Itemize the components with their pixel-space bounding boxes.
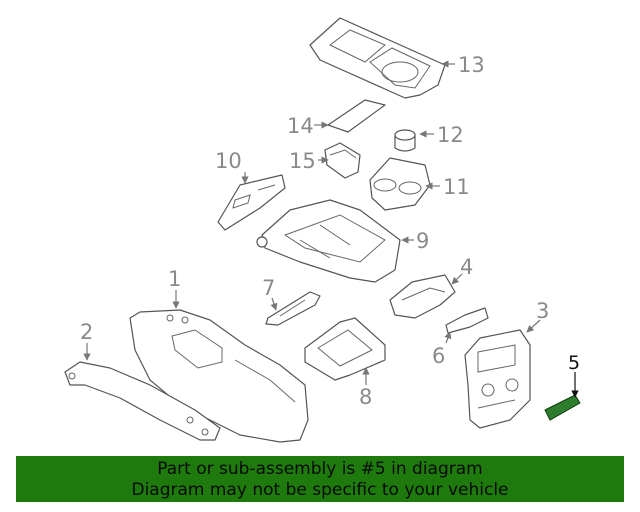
part-1-side-panel bbox=[129, 309, 309, 443]
part-8-tray bbox=[304, 317, 386, 381]
svg-text:15: 15 bbox=[289, 149, 316, 173]
svg-text:12: 12 bbox=[437, 123, 464, 147]
part-13-shifter-trim-panel bbox=[309, 17, 446, 99]
svg-text:10: 10 bbox=[215, 149, 242, 173]
svg-text:4: 4 bbox=[460, 255, 473, 279]
svg-text:2: 2 bbox=[80, 320, 93, 344]
callout-4: 4 bbox=[451, 255, 473, 285]
callout-2: 2 bbox=[80, 320, 93, 361]
svg-text:7: 7 bbox=[262, 276, 275, 300]
callout-9: 9 bbox=[401, 229, 429, 253]
part-3-control-panel bbox=[464, 329, 531, 429]
banner-line-disclaimer: Diagram may not be specific to your vehi… bbox=[131, 480, 509, 500]
svg-text:9: 9 bbox=[416, 229, 429, 253]
svg-text:5: 5 bbox=[568, 352, 580, 374]
part-6-small-trim bbox=[445, 307, 489, 334]
callout-6: 6 bbox=[432, 331, 452, 368]
svg-text:11: 11 bbox=[443, 175, 470, 199]
part-10-switch-panel bbox=[217, 174, 286, 231]
info-banner: Part or sub-assembly is #5 in diagram Di… bbox=[16, 456, 624, 502]
callout-14: 14 bbox=[287, 114, 329, 138]
svg-text:6: 6 bbox=[432, 344, 445, 368]
exploded-parts-diagram: 13 14 12 10 15 11 9 1 7 4 3 2 bbox=[64, 17, 581, 443]
callout-7: 7 bbox=[262, 276, 278, 311]
part-5-highlighted bbox=[544, 394, 581, 421]
banner-line-part: Part or sub-assembly is #5 in diagram bbox=[157, 459, 483, 479]
callout-13: 13 bbox=[441, 53, 485, 77]
part-11-cupholder bbox=[369, 157, 431, 211]
part-7-trim-strip bbox=[265, 291, 321, 326]
part-15-storage-bin bbox=[324, 142, 361, 179]
callout-12: 12 bbox=[419, 123, 464, 147]
part-14-mat bbox=[327, 99, 386, 133]
part-4-bracket bbox=[389, 274, 456, 319]
part-9-console-frame bbox=[256, 199, 401, 283]
callout-15: 15 bbox=[289, 149, 329, 173]
callout-1: 1 bbox=[168, 267, 181, 309]
svg-text:3: 3 bbox=[536, 299, 549, 323]
part-12-cup-insert bbox=[394, 129, 416, 152]
callout-11: 11 bbox=[425, 175, 470, 199]
svg-text:13: 13 bbox=[458, 53, 485, 77]
svg-text:14: 14 bbox=[287, 114, 314, 138]
callout-5: 5 bbox=[568, 352, 580, 398]
part-2-rail bbox=[64, 361, 221, 441]
callout-8: 8 bbox=[359, 367, 372, 409]
callout-10: 10 bbox=[215, 149, 249, 184]
callout-3: 3 bbox=[526, 299, 549, 333]
svg-text:1: 1 bbox=[168, 267, 181, 291]
svg-text:8: 8 bbox=[359, 385, 372, 409]
